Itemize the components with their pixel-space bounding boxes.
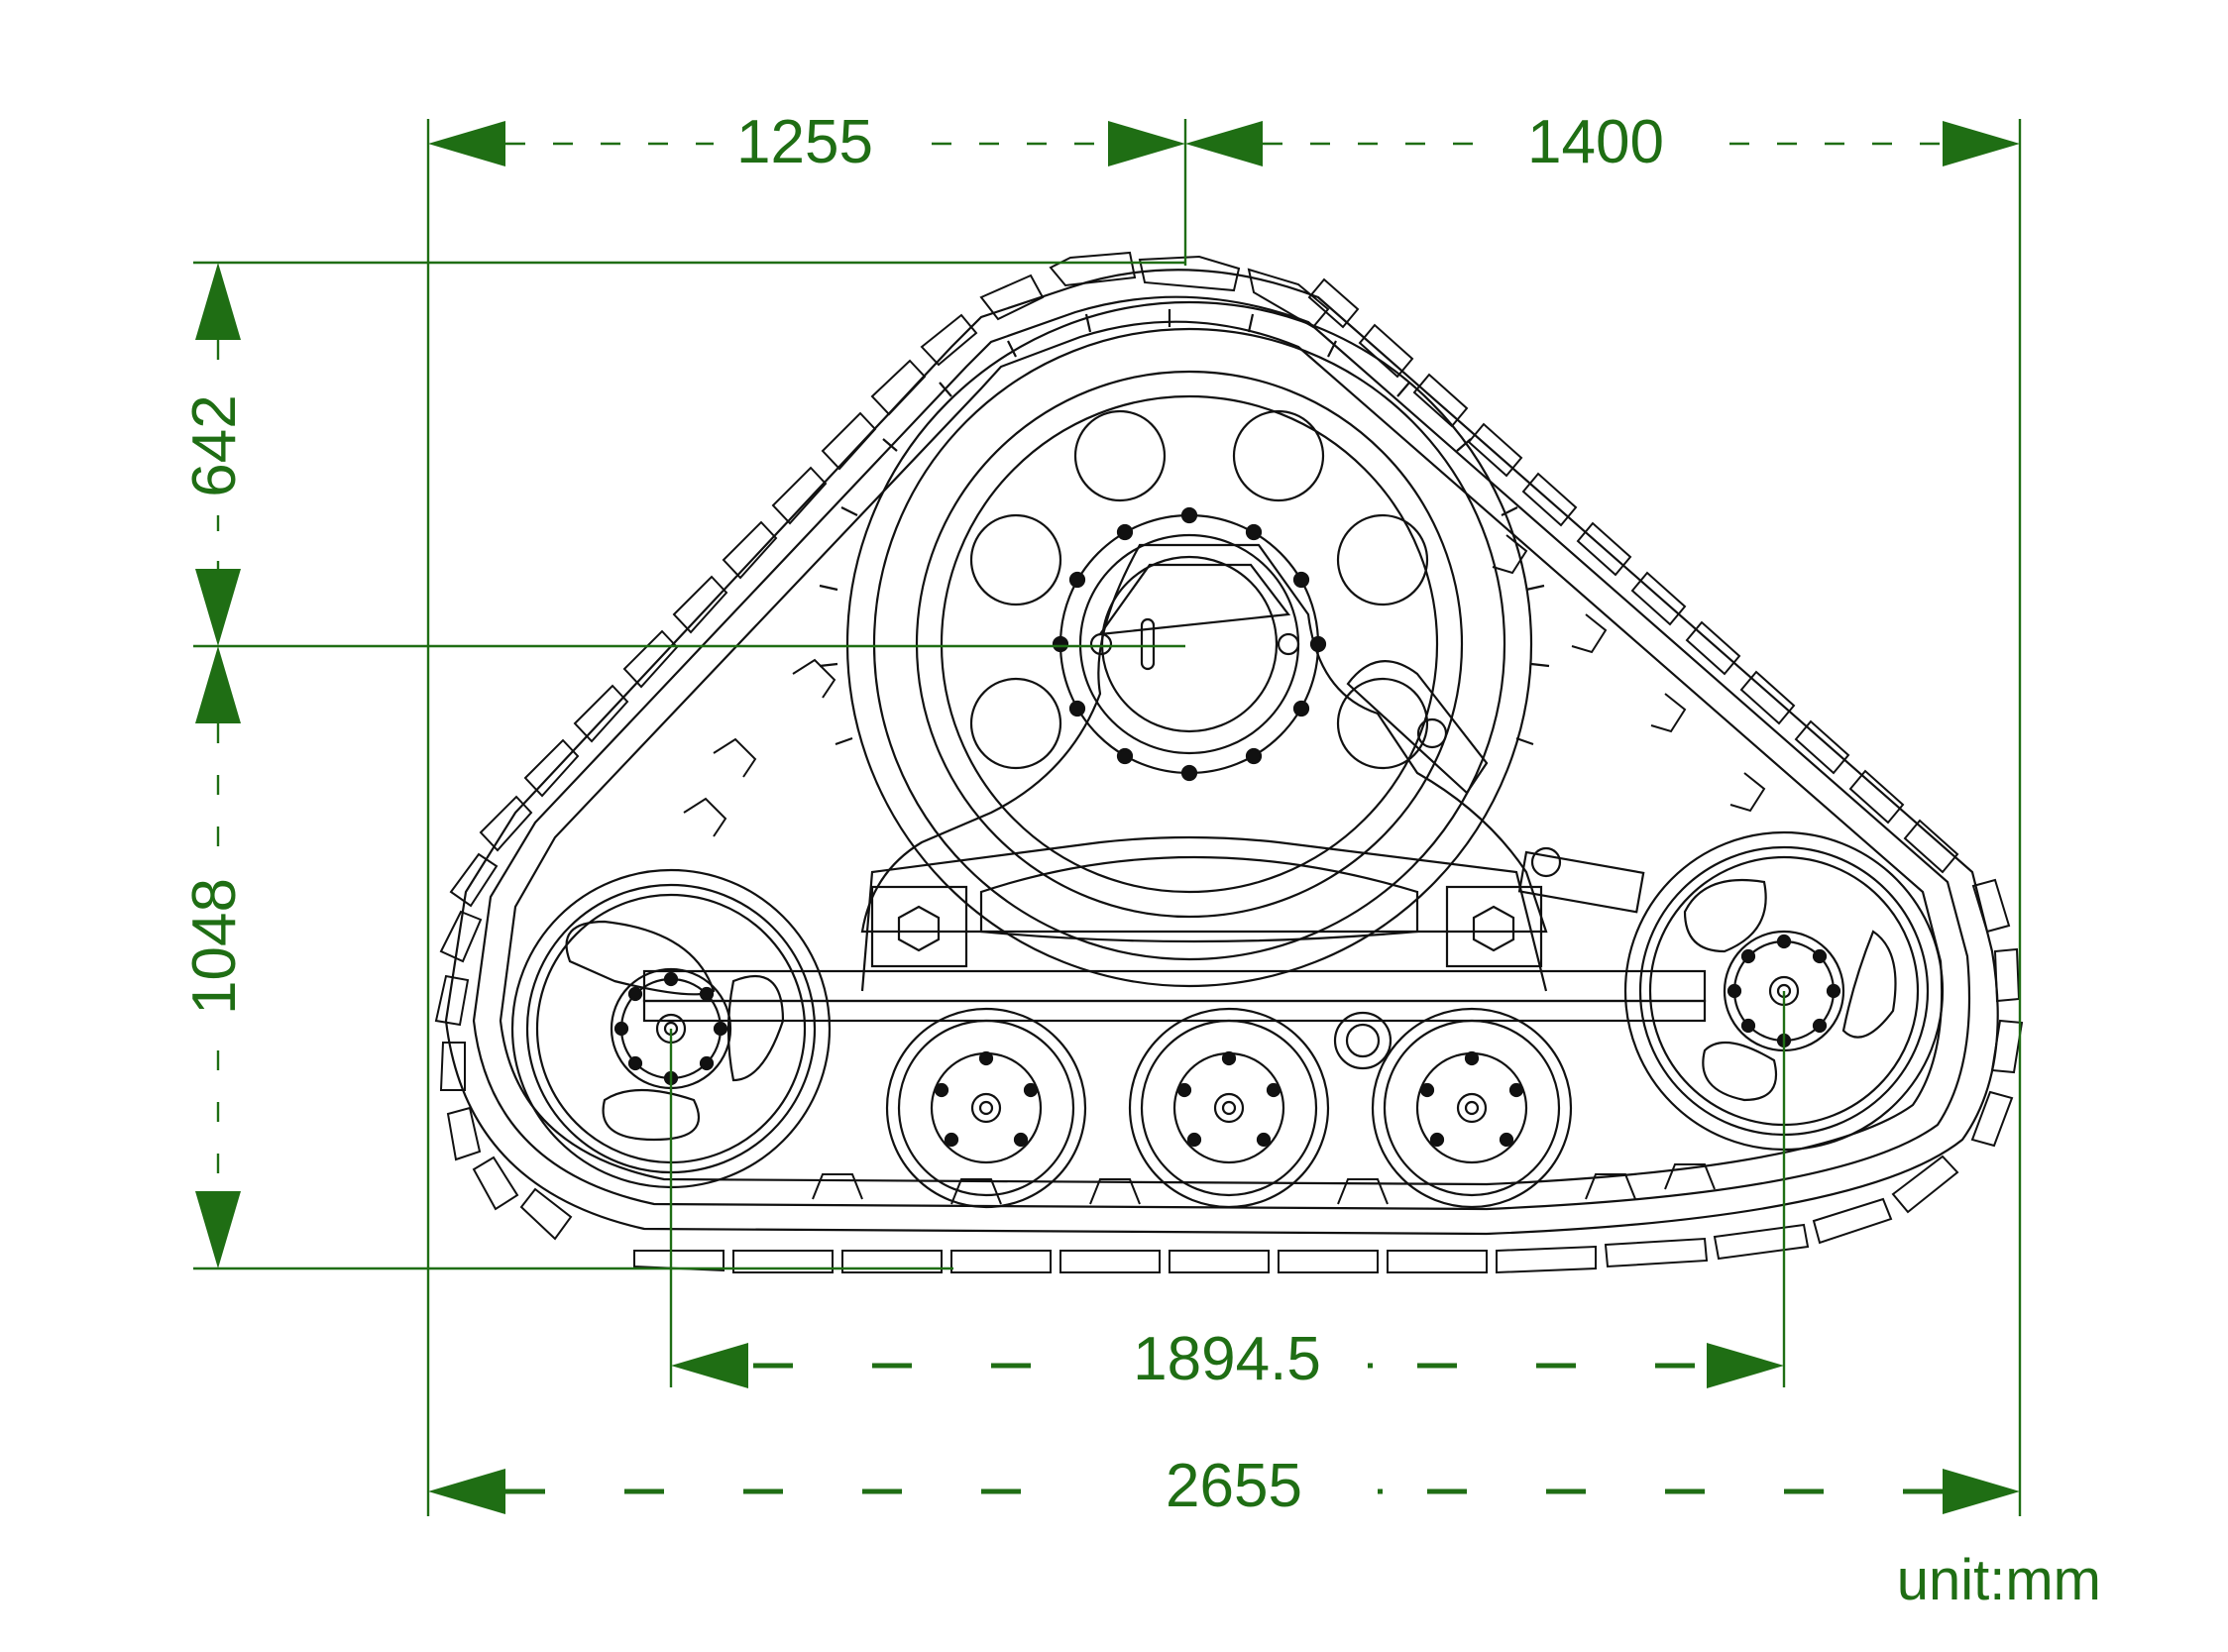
drive-sprocket [845,300,1533,988]
arrow-wheelbase-end [1707,1343,1784,1388]
arrow-top-right-end [1943,121,2020,166]
arrow-v-upper-end [195,569,241,646]
arrow-overall-start [428,1469,505,1514]
arrow-top-right-start [1185,121,1263,166]
tread-blocks [434,251,2024,1274]
dimension-arrows [195,121,2020,1514]
dim-wheelbase: 1894.5 [1133,1325,1321,1393]
dimension-labels: 1255 1400 642 1048 1894.5 2655 unit:mm [180,108,2101,1612]
arrow-top-left-start [428,121,505,166]
dim-vertical-upper: 642 [180,394,249,496]
arrow-top-left-end [1108,121,1185,166]
dim-overall-length: 2655 [1166,1452,1302,1520]
road-wheel-1 [885,1007,1087,1209]
road-wheel-2 [1128,1007,1330,1209]
main-beam [642,835,1707,1070]
dim-top-right: 1400 [1527,108,1664,176]
arrow-v-lower-start [195,646,241,723]
tensioner-cylinder [1346,660,1645,914]
hub-bolts [1052,506,1327,782]
track-belt-inner [472,295,1971,1211]
track-belt-outer [444,269,1999,1236]
guide-lugs [683,534,1766,1205]
arrow-v-upper-start [195,263,241,340]
dimension-lines [193,119,2022,1516]
arrow-overall-end [1943,1469,2020,1514]
arrow-v-lower-end [195,1191,241,1268]
arrow-wheelbase-start [671,1343,748,1388]
road-wheel-3 [1371,1007,1573,1209]
track-belt-inner-2 [499,320,1944,1186]
dim-vertical-lower: 1048 [180,878,249,1015]
dim-top-left: 1255 [736,108,873,176]
track-drawing [434,251,2024,1274]
sprocket-holes [969,409,1429,770]
unit-label: unit:mm [1897,1548,2101,1612]
front-idler-wheel [510,868,832,1189]
sprocket-teeth [819,309,1550,746]
